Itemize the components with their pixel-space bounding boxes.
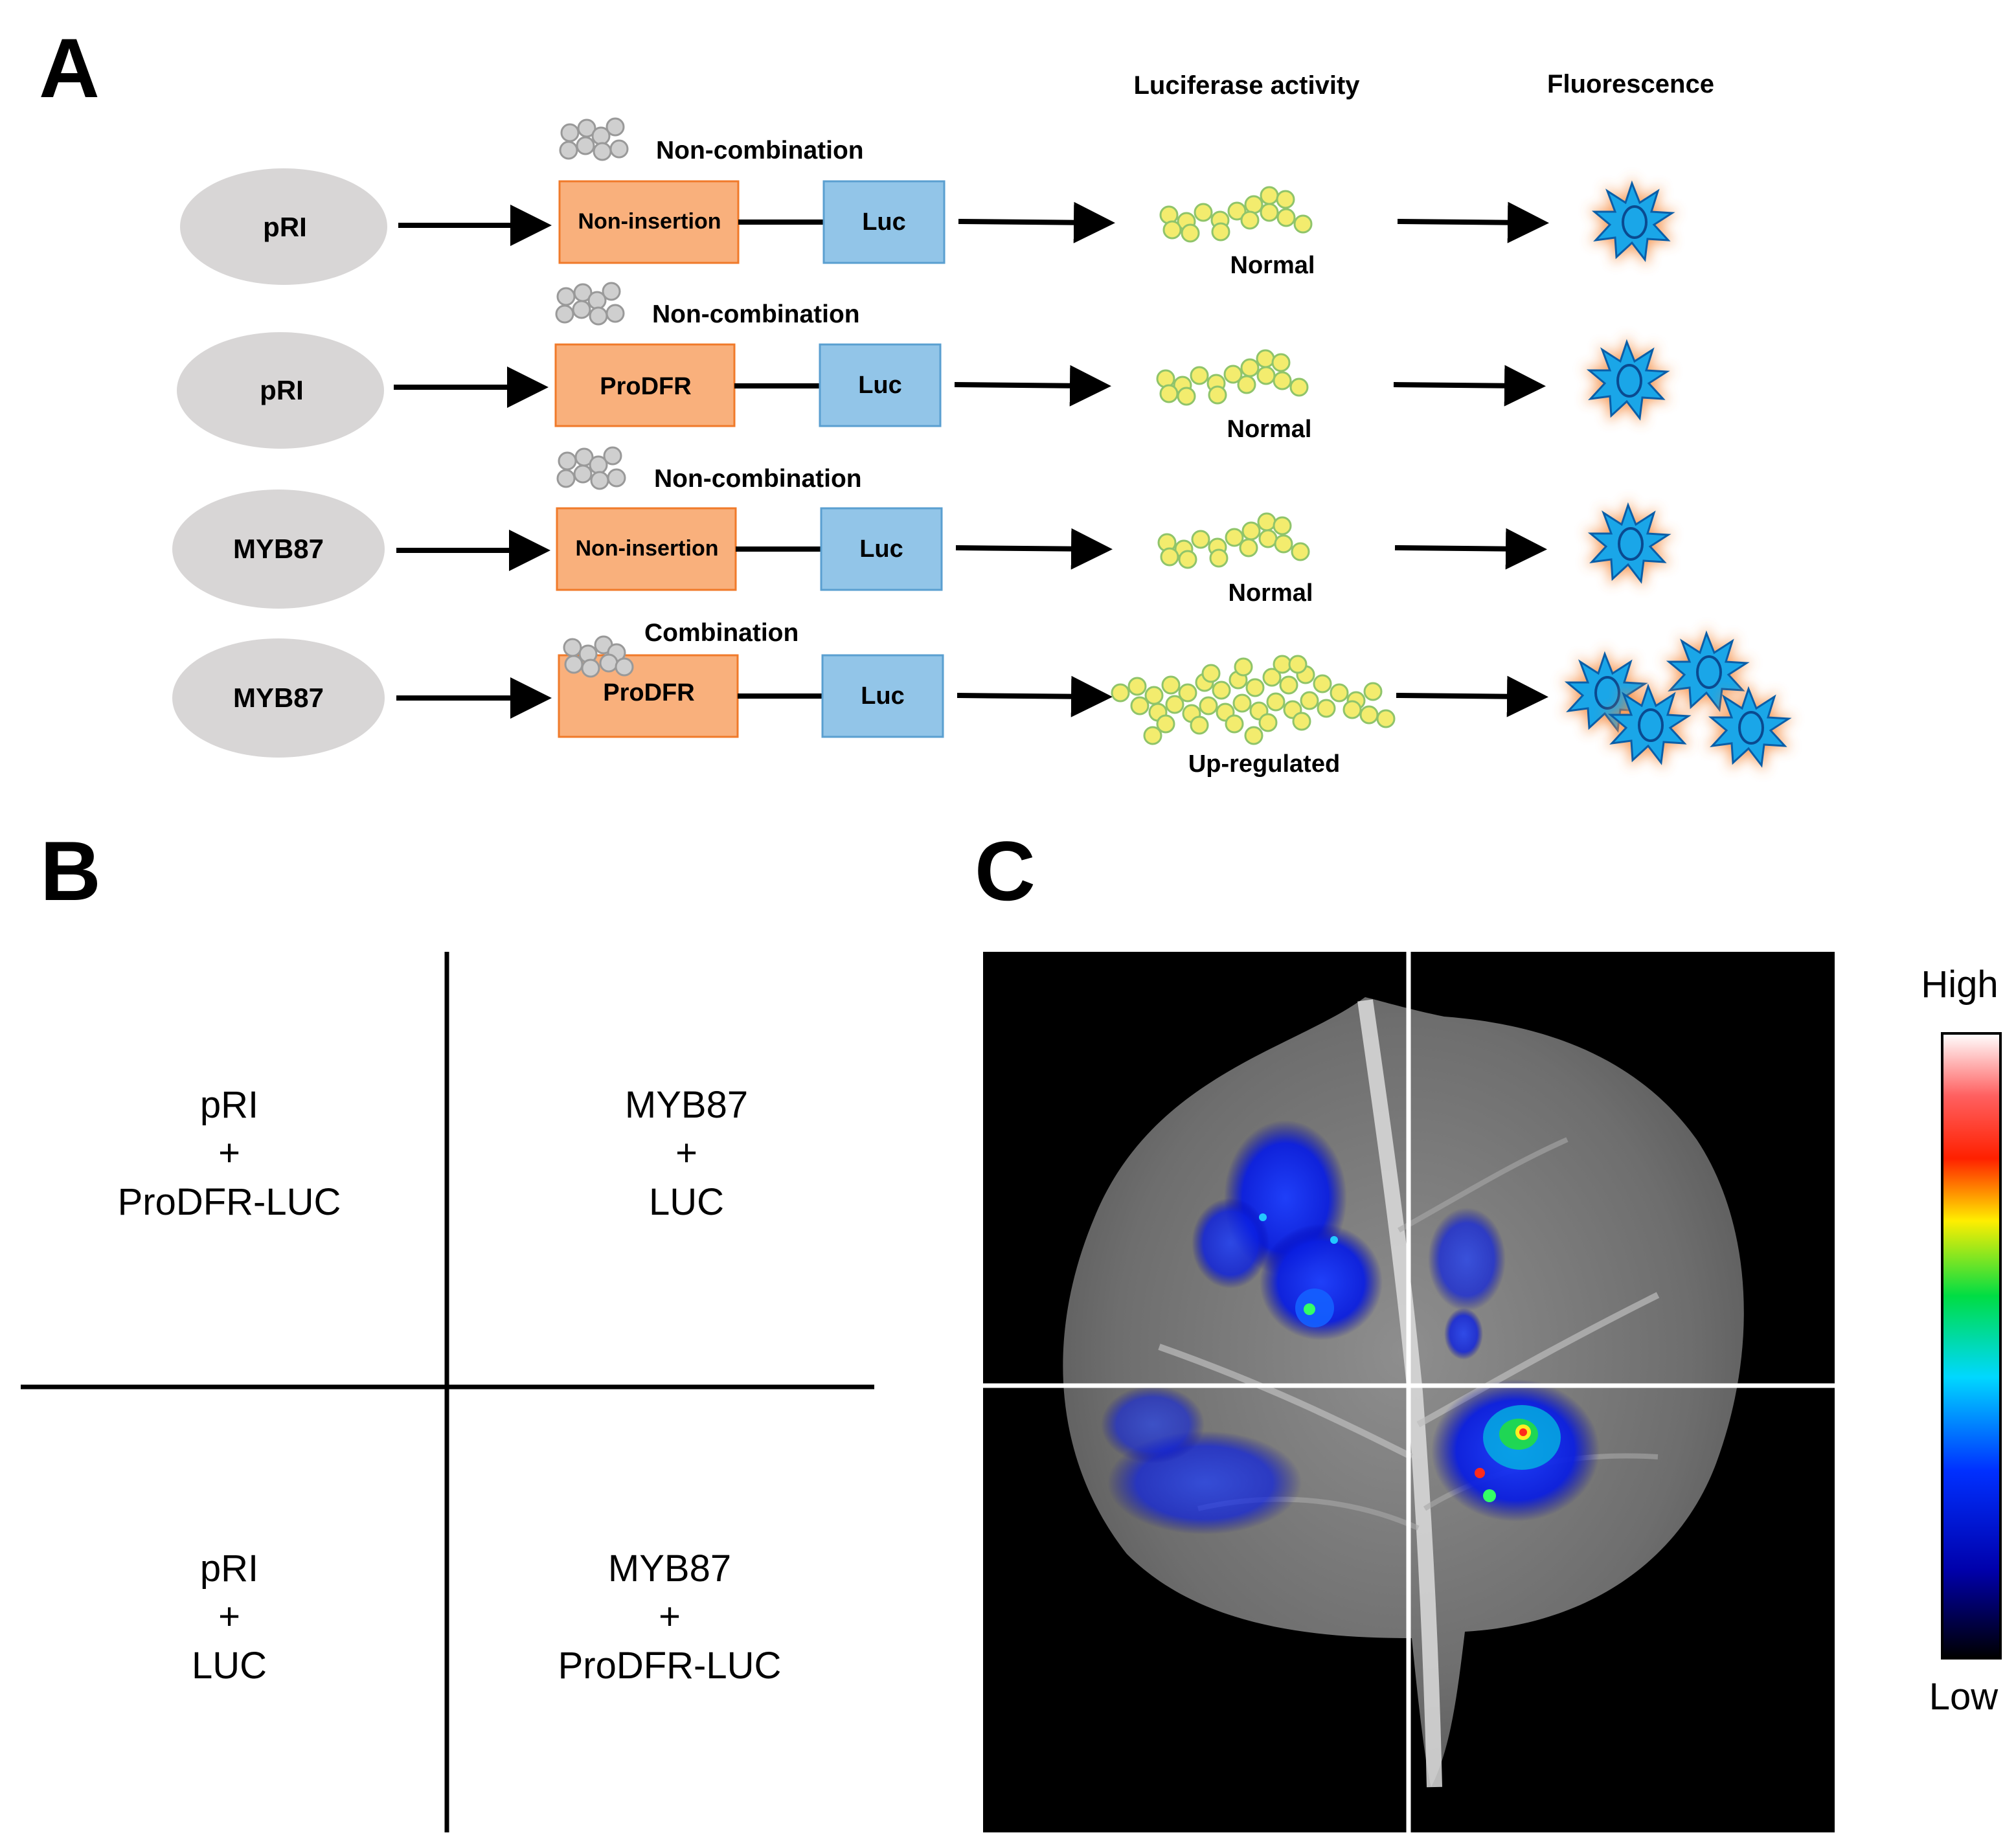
signal-top-left (1192, 1120, 1383, 1340)
luciferase-dots-icon (1111, 655, 1396, 745)
quadrant-line: + (659, 1595, 681, 1638)
luciferase-dots-icon (1159, 186, 1313, 243)
effector-oval (177, 332, 384, 449)
quadrant-line: + (675, 1132, 697, 1174)
quadrant-top-left: pRI + ProDFR-LUC (118, 1084, 341, 1223)
protein-cluster-icon (555, 282, 625, 326)
quadrant-bottom-left: pRI + LUC (192, 1548, 267, 1687)
binding-label: Non-combination (656, 137, 864, 164)
fluorescence-star-icon (1584, 499, 1675, 588)
luc-box (822, 180, 946, 264)
protein-cluster-icon (563, 635, 634, 678)
quadrant-line: pRI (200, 1548, 258, 1590)
right-arrow-icon (954, 365, 1111, 407)
activity-label: Up-regulated (1188, 750, 1340, 778)
fluorescence-star-icon (1588, 177, 1679, 266)
fluorescence-star-icon (1583, 335, 1673, 425)
quadrant-bottom-right: MYB87 + ProDFR-LUC (558, 1548, 782, 1687)
luc-label: Luc (858, 372, 902, 399)
quadrant-line: LUC (192, 1645, 267, 1687)
right-arrow-icon (958, 201, 1115, 243)
right-arrow-icon (1394, 528, 1547, 570)
color-scale: High Low (1921, 963, 2002, 1718)
scale-low-label: Low (1929, 1676, 1999, 1718)
effector-oval (172, 638, 385, 758)
quadrant-line: ProDFR-LUC (558, 1645, 782, 1687)
right-arrow-icon (1397, 201, 1549, 243)
right-arrow-icon (955, 528, 1113, 570)
leaf-vein (1398, 1137, 1569, 1233)
luc-box (820, 507, 943, 591)
panel-b: B pRI + ProDFR-LUC MYB87 + LUC pRI + LUC… (21, 824, 874, 1832)
effector-oval (180, 168, 387, 285)
quadrant-line: ProDFR-LUC (118, 1181, 341, 1223)
signal-top-right (1428, 1208, 1506, 1360)
promoter-label: ProDFR (603, 679, 694, 706)
fluorescence-star-icon (1561, 647, 1651, 737)
luc-label: Luc (861, 682, 905, 710)
row-4: MYB87 Combination ProDFR Luc (172, 619, 1795, 778)
signal-bottom-right (1431, 1379, 1600, 1522)
effector-label: MYB87 (233, 534, 324, 564)
signal-bottom-left (1101, 1386, 1302, 1535)
quadrant-top-right: MYB87 + LUC (625, 1084, 748, 1223)
activity-label: Normal (1229, 580, 1313, 607)
quadrant-line: MYB87 (625, 1084, 748, 1126)
binding-label: Non-combination (654, 465, 862, 493)
panel-a-label: A (39, 21, 100, 115)
row-1: pRI Non-combination Non-insertion Luc No… (180, 117, 1679, 285)
leaf-midrib (1357, 999, 1442, 1788)
panel-b-label: B (40, 824, 101, 918)
right-arrow-icon (1396, 675, 1548, 717)
activity-label: Normal (1230, 252, 1315, 279)
protein-cluster-icon (559, 117, 629, 161)
quadrant-line: + (218, 1595, 240, 1638)
effector-label: pRI (260, 375, 304, 405)
panel-c: C (975, 824, 2002, 1832)
leaf-vein (1158, 1344, 1414, 1460)
panel-c-label: C (975, 824, 1036, 918)
luciferase-dots-icon (1156, 349, 1309, 406)
quadrant-line: MYB87 (608, 1548, 731, 1590)
activity-label: Normal (1227, 416, 1312, 443)
effector-label: pRI (263, 212, 307, 242)
promoter-label: ProDFR (600, 373, 691, 400)
quadrant-line: + (218, 1132, 240, 1174)
fluorescence-star-icon (1662, 627, 1753, 716)
right-arrow-icon (1393, 365, 1546, 407)
quadrant-line: LUC (649, 1181, 724, 1223)
luc-box (819, 343, 942, 427)
color-scale-bar (1941, 1032, 2002, 1660)
promoter-label: Non-insertion (578, 209, 721, 234)
binding-label: Non-combination (652, 300, 860, 328)
effector-label: MYB87 (233, 682, 324, 713)
luc-box (821, 654, 944, 738)
quadrant-line: pRI (200, 1084, 258, 1126)
promoter-box (556, 507, 737, 591)
header-fluorescence: Fluorescence (1547, 70, 1714, 98)
row-3: MYB87 Non-combination Non-insertion Luc … (172, 446, 1675, 609)
right-arrow-icon (957, 675, 1113, 717)
promoter-label: Non-insertion (576, 536, 719, 561)
luc-label: Luc (862, 208, 906, 236)
fluorescence-star-icon (1604, 680, 1695, 769)
leaf-vein (1416, 1292, 1660, 1428)
protein-cluster-icon (556, 446, 626, 490)
luciferase-dots-icon (1157, 512, 1310, 569)
promoter-box (558, 180, 740, 264)
binding-label: Combination (644, 619, 798, 647)
panel-a: A Luciferase activity Fluorescence pRI N… (39, 21, 1795, 778)
header-luciferase: Luciferase activity (1133, 71, 1360, 100)
row-2: pRI Non-combination ProDFR Luc Normal (177, 282, 1673, 449)
fluorescence-star-icon (1705, 682, 1795, 772)
luc-label: Luc (859, 535, 903, 563)
leaf-image (983, 952, 1835, 1832)
scale-high-label: High (1921, 963, 1998, 1006)
effector-oval (172, 490, 385, 609)
